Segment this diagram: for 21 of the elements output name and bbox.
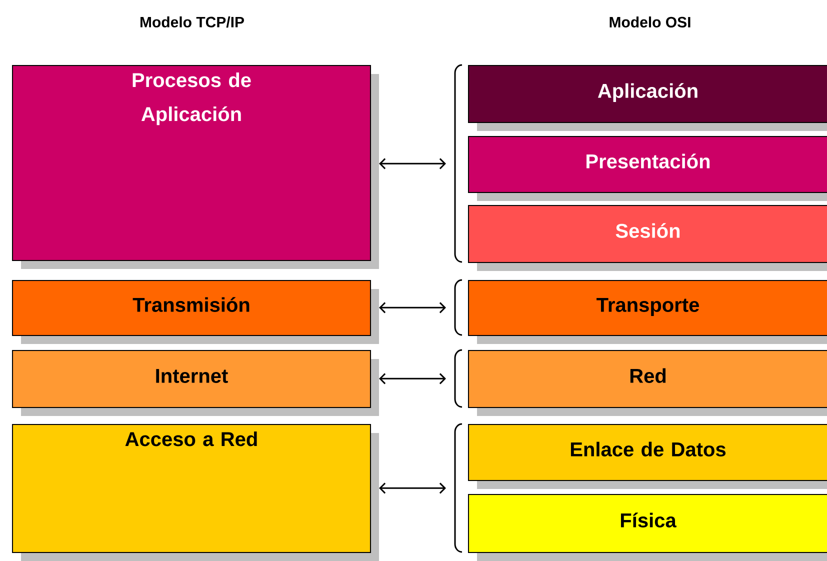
bracket xyxy=(454,423,462,553)
arrow xyxy=(379,158,446,170)
layer-box: Red xyxy=(468,350,827,416)
arrow xyxy=(379,373,446,384)
layer-box: Procesos de Aplicación xyxy=(12,65,379,269)
column-heading: Modelo OSI xyxy=(610,16,690,28)
layer-box: Enlace de Datos xyxy=(468,424,827,489)
bracket xyxy=(454,279,462,336)
layer-box: Aplicación xyxy=(468,65,827,131)
arrow xyxy=(379,482,446,494)
layer-box: Transmisión xyxy=(12,280,379,344)
column-heading: Modelo TCP/IP xyxy=(140,16,244,28)
layer-box: Transporte xyxy=(468,280,827,344)
layer-box: Física xyxy=(468,494,827,561)
layer-box: Presentación xyxy=(468,136,827,201)
bracket xyxy=(454,349,462,408)
layer-box: Sesión xyxy=(468,204,827,271)
layer-box: Internet xyxy=(12,350,379,416)
layer-box: Acceso a Red xyxy=(12,424,379,561)
arrow xyxy=(379,302,446,314)
bracket xyxy=(454,64,462,263)
